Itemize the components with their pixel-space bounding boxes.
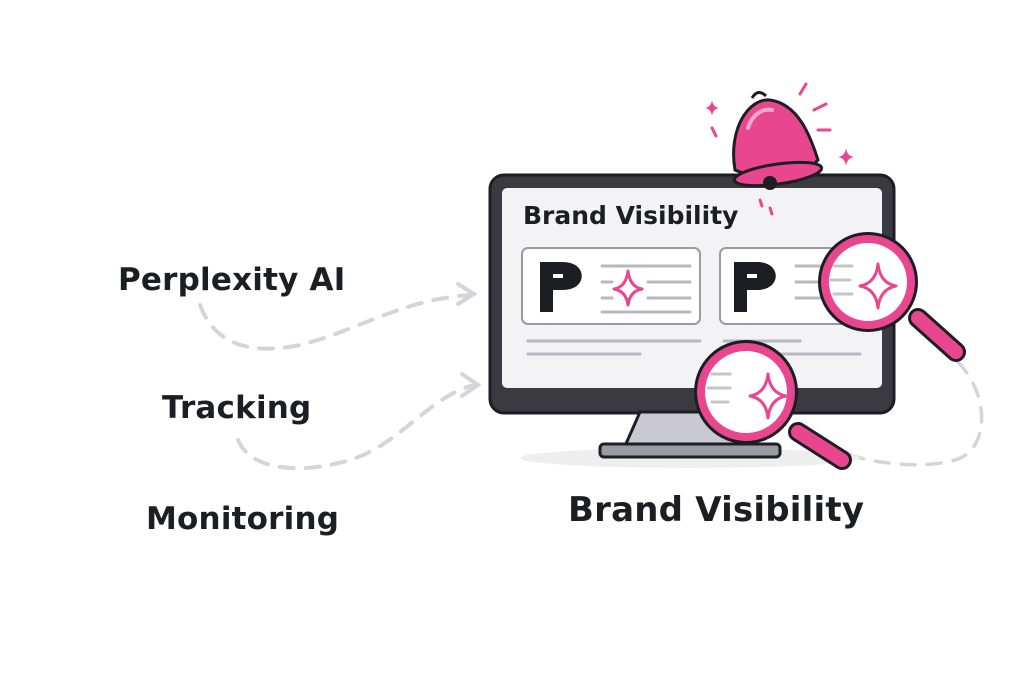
sparkle-icon [612, 269, 644, 307]
bell-icon [732, 91, 824, 190]
perplexity-logo-icon [734, 262, 776, 312]
connector-loop-right [848, 360, 984, 467]
perplexity-logo-icon [540, 262, 582, 312]
bell-ring-marks [710, 82, 832, 216]
connector-arrow-bottom [236, 372, 482, 471]
connector-arrow-top [198, 282, 478, 351]
magnifier-icon [694, 340, 852, 470]
magnifier-icon [818, 232, 966, 362]
label-perplexity-ai: Perplexity AI [118, 262, 346, 298]
caption-brand-visibility: Brand Visibility [568, 490, 865, 530]
result-card-left [521, 247, 701, 325]
sparkle-icon [705, 100, 854, 166]
label-monitoring: Monitoring [146, 501, 340, 537]
label-tracking: Tracking [162, 390, 312, 426]
screen-title: Brand Visibility [523, 201, 739, 230]
